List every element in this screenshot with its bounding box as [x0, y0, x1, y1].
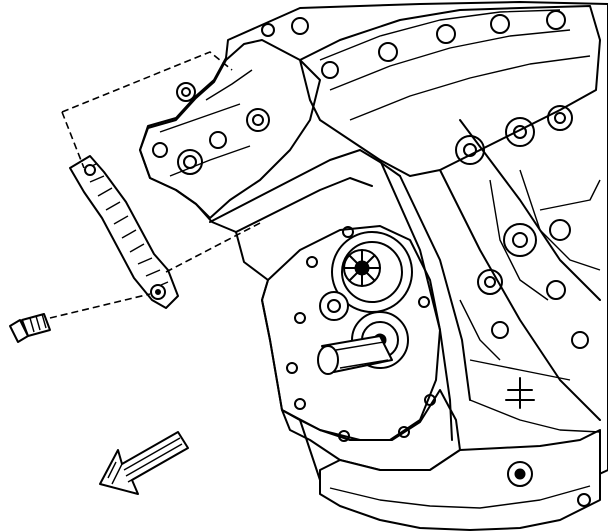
head-bolt-boss	[378, 42, 398, 62]
cover-bolt	[424, 394, 436, 406]
left-cylinder-head	[139, 39, 321, 219]
block-detail	[459, 299, 601, 433]
block-detail	[489, 169, 601, 301]
snout-detail	[335, 341, 389, 369]
crankshaft-snout-end	[317, 345, 339, 375]
chain-guide-bolt-hole	[84, 164, 96, 176]
idler-gear	[319, 291, 349, 321]
cam-sprocket	[505, 117, 535, 147]
head-bolt-boss	[321, 61, 339, 79]
cover-bolt	[306, 256, 318, 268]
block-boss	[571, 331, 589, 349]
head-bolt-boss	[252, 114, 264, 126]
block-mark	[505, 377, 535, 409]
head-bolt-boss	[490, 14, 510, 34]
guide-bolt-head	[9, 319, 29, 343]
head-bolt-boss	[436, 24, 456, 44]
leader-line	[61, 51, 233, 113]
leader-line	[61, 111, 85, 169]
idler-gear	[327, 299, 341, 313]
block-boss	[484, 276, 496, 288]
oil-pan-detail	[329, 485, 591, 509]
front-cover-rib	[235, 177, 373, 233]
cover-bolt	[294, 398, 306, 410]
cam-sprocket	[463, 143, 477, 157]
cam-sprocket	[547, 105, 573, 131]
head-bolt-boss	[261, 23, 275, 37]
head-bolt-boss	[181, 87, 191, 97]
oil-pan	[319, 429, 601, 531]
guide-bolt-thread	[29, 313, 47, 333]
head-bolt-boss	[209, 131, 227, 149]
front-direction-arrow-icon	[99, 431, 189, 495]
block-boss	[503, 223, 537, 257]
head-detail	[159, 69, 253, 177]
cam-sprocket	[513, 125, 527, 139]
cover-bolt	[418, 296, 430, 308]
head-bolt-boss	[176, 82, 196, 102]
cam-sprocket	[455, 135, 485, 165]
block-boss	[512, 232, 528, 248]
water-pump-pulley	[341, 241, 403, 303]
pulley-spokes	[343, 249, 381, 287]
block-boss	[549, 219, 571, 241]
front-cover-rib	[399, 175, 471, 401]
right-cylinder-head	[299, 5, 601, 177]
cover-bolt	[294, 312, 306, 324]
pan-bolt	[577, 493, 591, 507]
cover-bolt	[286, 362, 298, 374]
timing-chain-guide	[69, 155, 179, 309]
cam-sprocket	[554, 112, 566, 124]
cover-bolt	[342, 226, 354, 238]
lower-front-cover	[281, 389, 461, 471]
block-boss	[477, 269, 503, 295]
head-bolt-boss	[546, 10, 566, 30]
block-boss	[546, 280, 566, 300]
leader-line	[165, 221, 263, 273]
block-boss	[491, 321, 509, 339]
head-bolt-boss	[291, 17, 309, 35]
cover-bolt	[338, 430, 350, 442]
front-cover-rib	[209, 149, 401, 223]
head-detail	[319, 9, 591, 121]
front-cover-rib	[439, 169, 601, 421]
cover-bolt	[398, 426, 410, 438]
chain-guide-bolt-hole	[155, 289, 161, 295]
oil-drain-plug	[514, 468, 526, 480]
head-bolt-boss	[177, 149, 203, 175]
head-bolt-boss	[152, 142, 168, 158]
leader-line	[49, 293, 151, 319]
head-bolt-boss	[246, 108, 270, 132]
